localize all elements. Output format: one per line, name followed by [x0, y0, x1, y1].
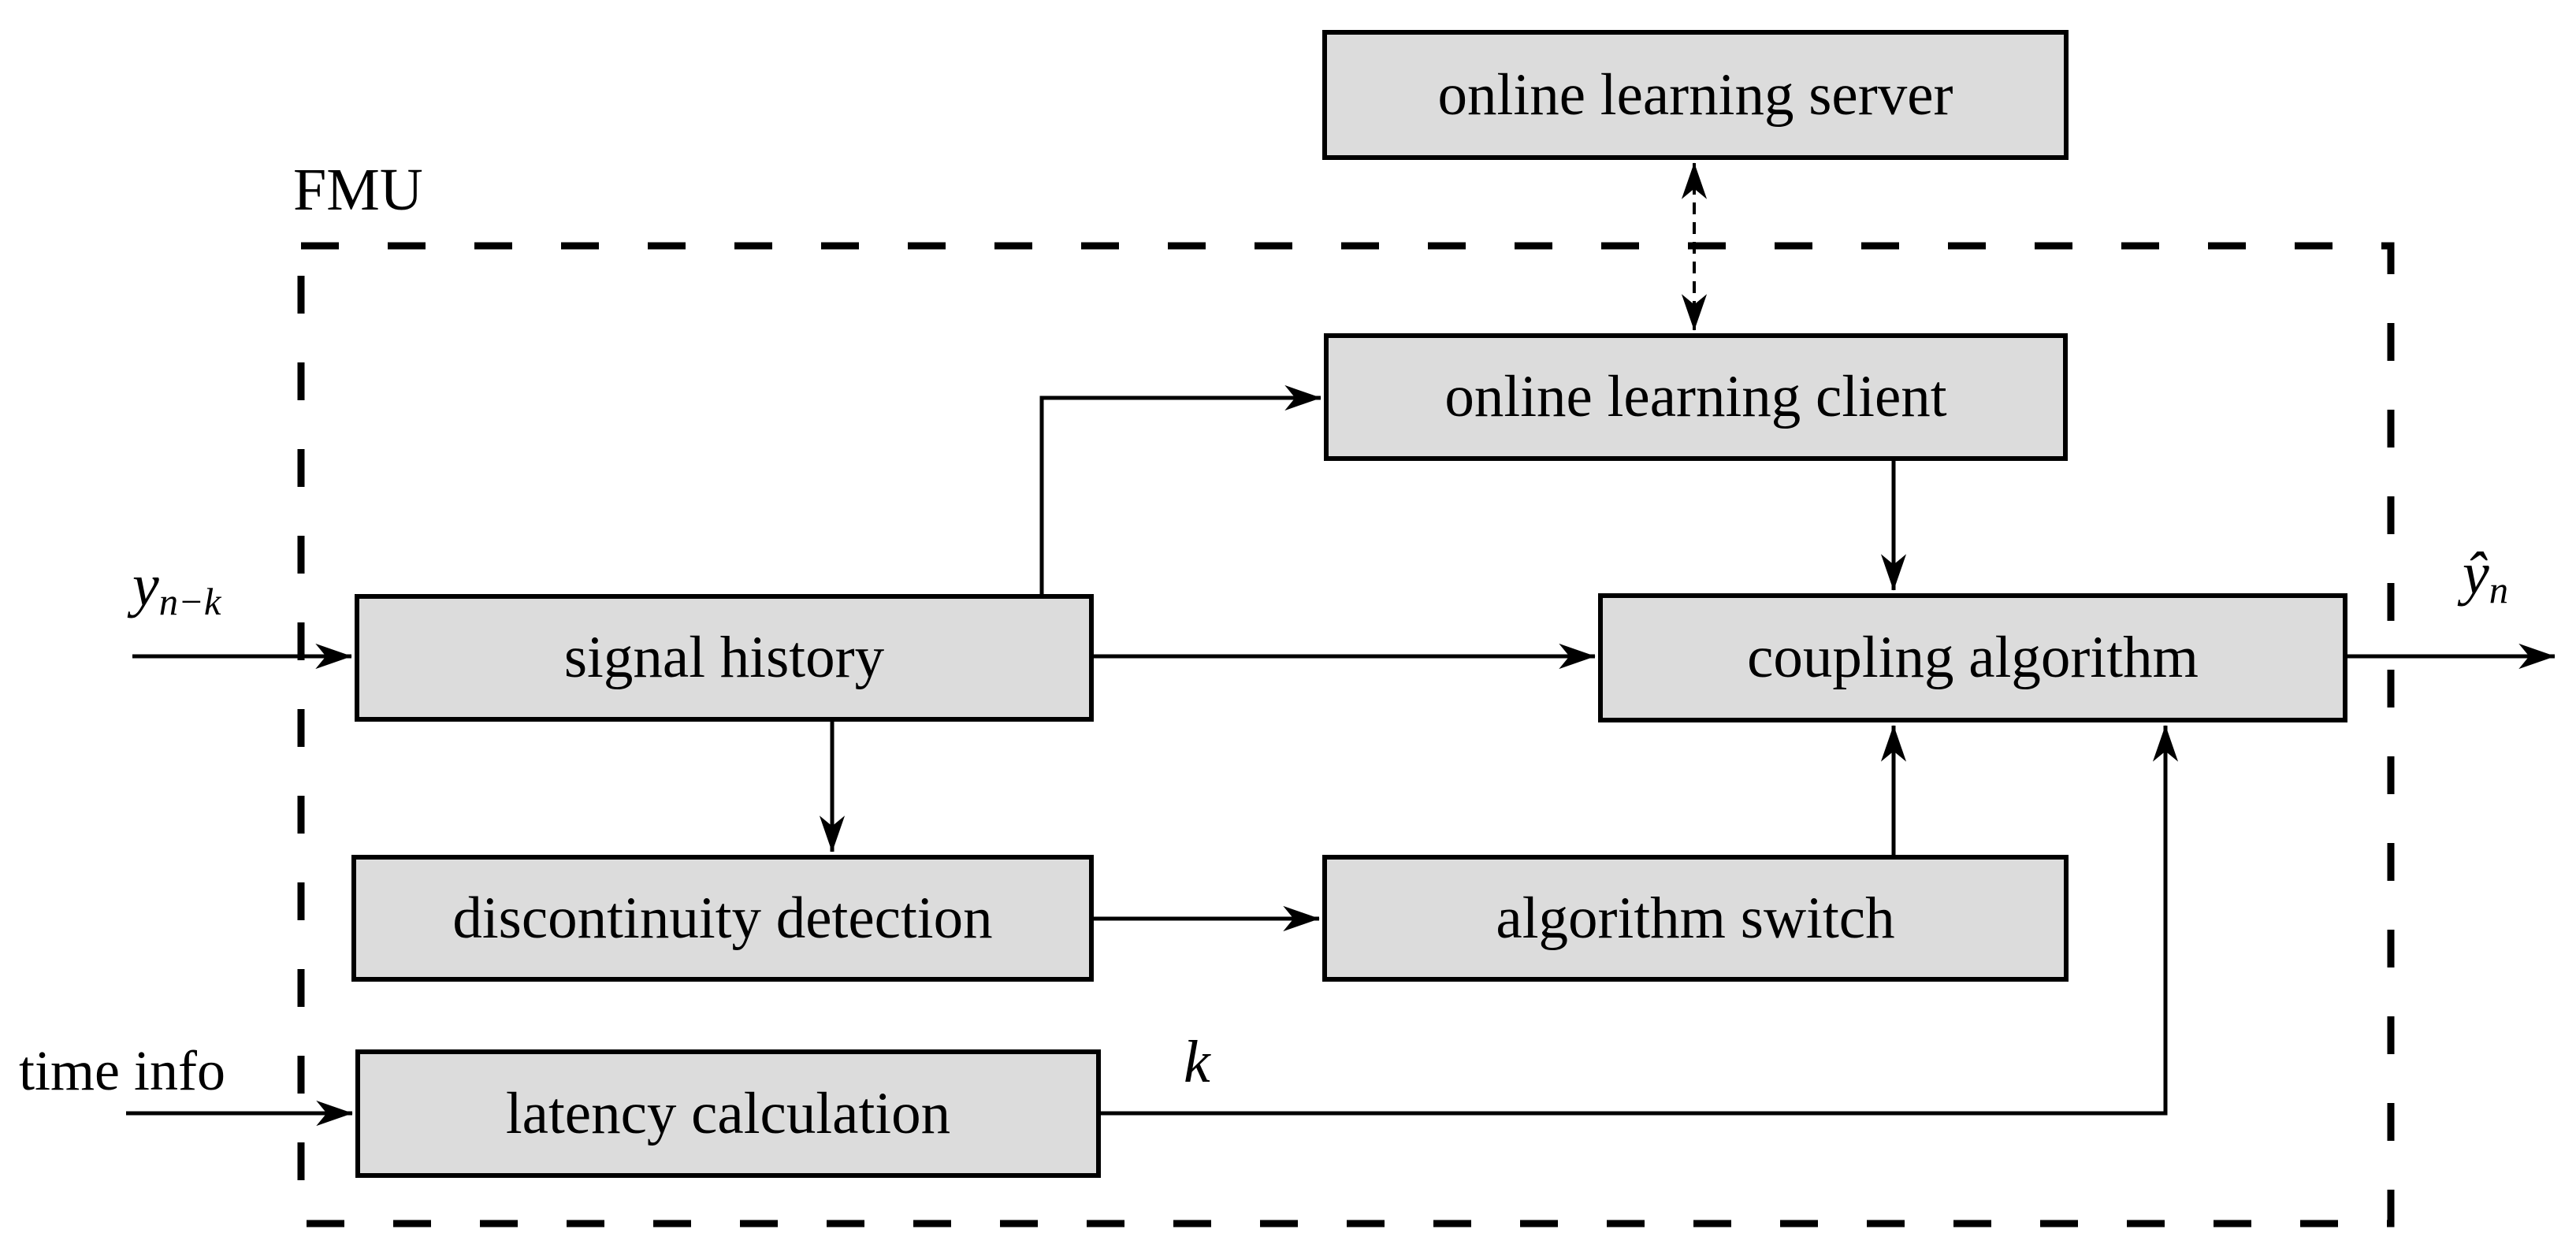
node-label: latency calculation — [505, 1080, 951, 1146]
node-label: coupling algorithm — [1747, 625, 2199, 690]
node-coupling-algorithm: coupling algorithm — [1598, 593, 2347, 722]
node-label: online learning server — [1437, 61, 1953, 128]
node-algorithm-switch: algorithm switch — [1322, 855, 2069, 982]
output-signal-subscript: n — [2489, 569, 2509, 612]
fmu-label-text: FMU — [293, 157, 423, 223]
latency-output-text: k — [1184, 1029, 1210, 1095]
output-signal-label: ŷn — [2463, 540, 2509, 612]
node-online-learning-server: online learning server — [1322, 30, 2069, 160]
fmu-container-label: FMU — [293, 156, 423, 225]
edge-signal-history-to-online-learning-client — [1039, 384, 1321, 594]
node-label: signal history — [563, 625, 885, 690]
input-signal-base: y — [132, 552, 159, 618]
node-online-learning-client: online learning client — [1324, 333, 2068, 461]
node-label: online learning client — [1444, 364, 1947, 429]
input-signal-label: yn−k — [132, 552, 221, 624]
edge-latency-calculation-to-coupling-algorithm — [1101, 725, 2179, 1116]
fmu-dashed-border — [297, 242, 2395, 1227]
node-signal-history: signal history — [355, 594, 1094, 722]
node-latency-calculation: latency calculation — [355, 1049, 1101, 1178]
latency-output-label: k — [1184, 1028, 1210, 1097]
node-discontinuity-detection: discontinuity detection — [351, 855, 1094, 982]
node-label: discontinuity detection — [452, 885, 993, 951]
time-info-text: time info — [19, 1039, 225, 1102]
time-info-label: time info — [19, 1038, 225, 1104]
input-signal-subscript: n−k — [158, 581, 221, 624]
output-signal-base: ŷ — [2463, 540, 2489, 607]
node-label: algorithm switch — [1496, 885, 1895, 951]
